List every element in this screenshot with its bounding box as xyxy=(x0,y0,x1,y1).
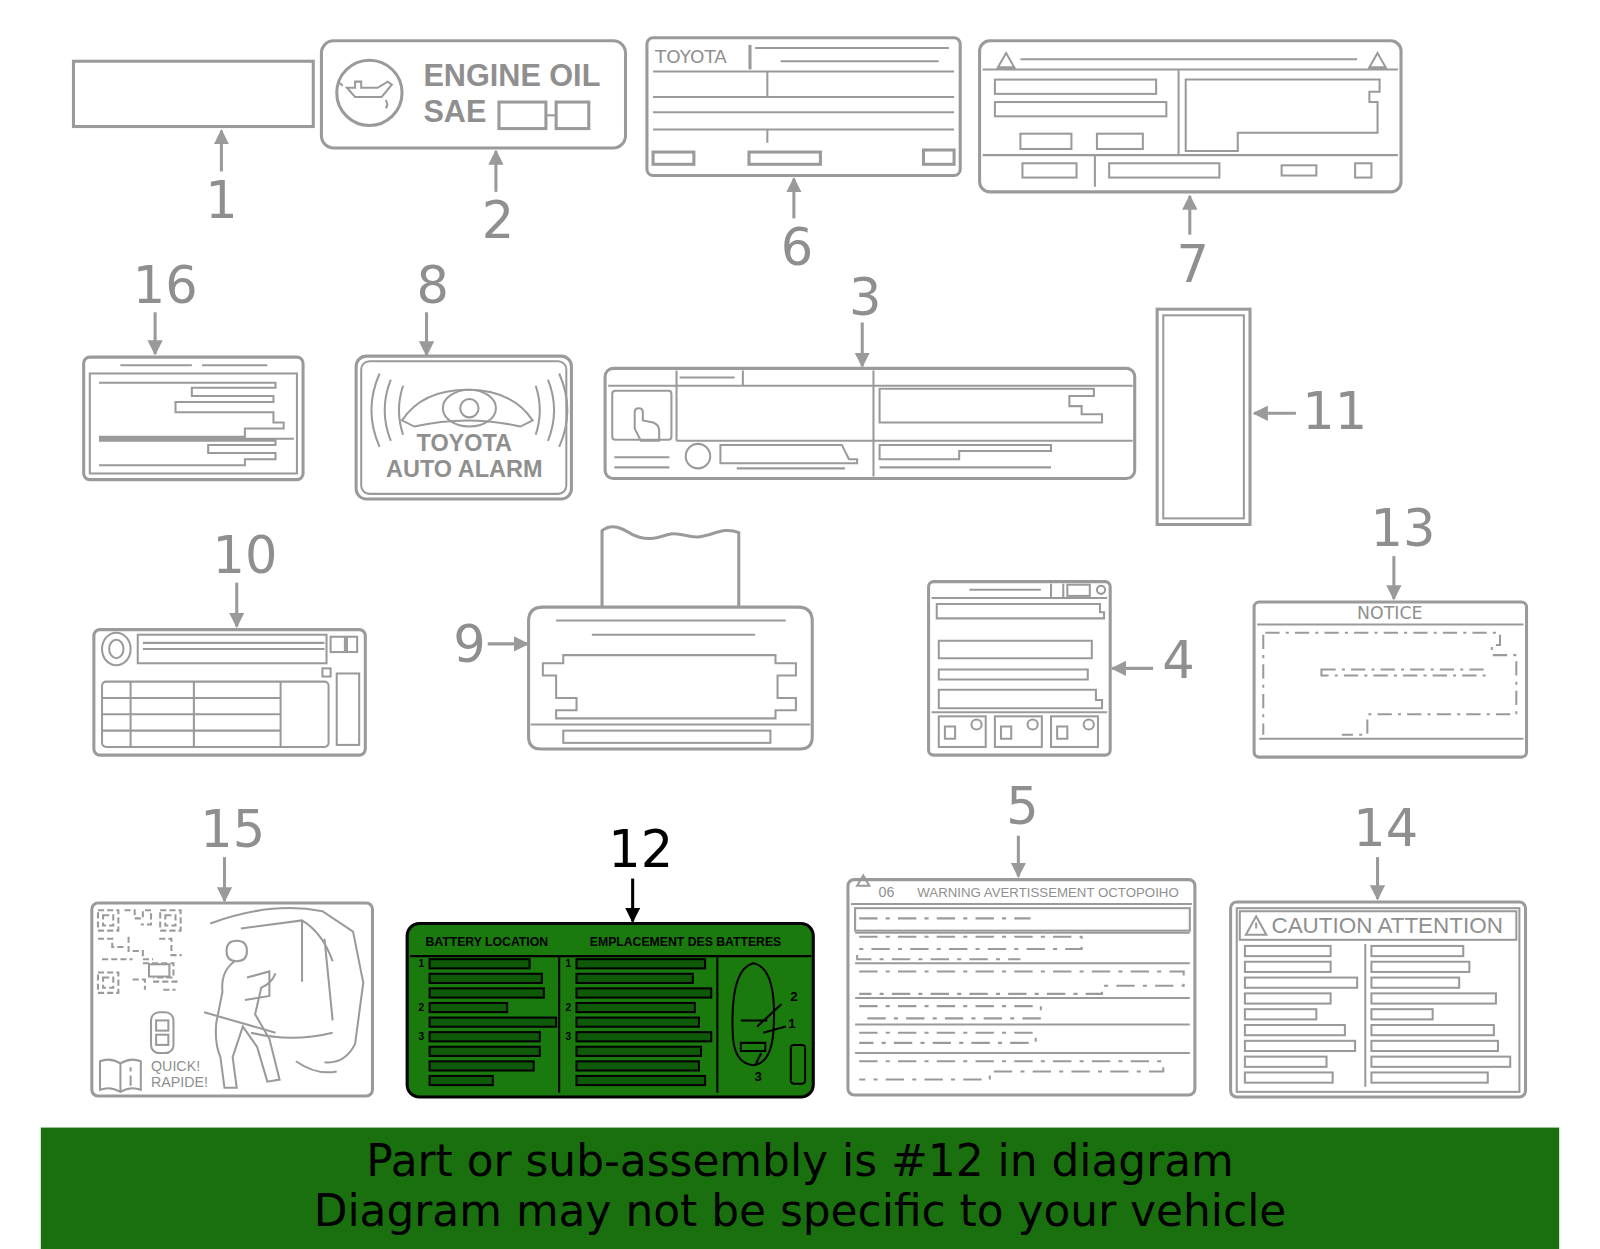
multilingual-warning-label xyxy=(848,876,1195,1095)
leader-arrow xyxy=(631,879,634,922)
toyota-spec-label xyxy=(647,38,960,176)
label-subtext: 2 xyxy=(790,990,797,1005)
label-text: QUICK! RAPIDE! xyxy=(151,1060,222,1091)
label-text: NOTICE xyxy=(1357,605,1422,624)
tailgate-label: QUICK! RAPIDE! xyxy=(92,903,373,1096)
callout-number: 2 xyxy=(482,196,514,247)
caution-label xyxy=(1231,902,1526,1097)
blank-label xyxy=(73,61,313,126)
label-text: CAUTION ATTENTION xyxy=(1271,913,1502,938)
info-label xyxy=(84,357,303,479)
auto-alarm-label: TOYOTA AUTO ALARM xyxy=(356,356,571,499)
callout-number: 4 xyxy=(1162,636,1194,687)
callout-number: 7 xyxy=(1177,240,1209,291)
battery-location-label xyxy=(407,923,813,1096)
instruction-label xyxy=(605,368,1135,478)
label-subtext: SAE xyxy=(423,95,486,129)
callout-number: 14 xyxy=(1353,803,1418,854)
label-subtext: EMPLACEMENT DES BATTERES xyxy=(590,936,781,949)
caution-label: CAUTION ATTENTION xyxy=(1231,902,1526,1097)
label-subtext: WARNING AVERTISSEMENT OCTOPOIHO xyxy=(917,886,1178,901)
callout-number: 1 xyxy=(205,176,237,227)
battery-warning-label xyxy=(929,582,1111,755)
engine-oil-label: ENGINE OILSAE xyxy=(321,41,625,148)
label-subtext: 2 xyxy=(566,1003,572,1014)
multilingual-warning-label: 06 WARNING AVERTISSEMENT OCTOPOIHO xyxy=(848,880,1195,1095)
label-text: 06 xyxy=(879,885,895,901)
engine-oil-label xyxy=(321,41,625,148)
hang-tag xyxy=(529,527,813,749)
callout-number: 15 xyxy=(200,804,265,855)
callout-number: 6 xyxy=(781,222,813,273)
label-subtext: 3 xyxy=(419,1031,425,1042)
label-subtext: 3 xyxy=(566,1031,572,1042)
callout-number: 9 xyxy=(453,619,485,670)
callout-number: 3 xyxy=(849,272,881,323)
label-text: TOYOTA xyxy=(655,47,727,67)
blank-tag xyxy=(1157,309,1250,524)
tailgate-label xyxy=(92,903,373,1096)
label-text: BATTERY LOCATION xyxy=(426,936,549,949)
table-label xyxy=(94,630,365,756)
callout-number: 16 xyxy=(133,260,198,311)
label-text: Part or sub-assembly is #12 in diagram xyxy=(366,1137,1234,1185)
footer-band xyxy=(41,1128,1559,1249)
callout-number: 5 xyxy=(1006,782,1038,833)
label-text: ENGINE OIL xyxy=(423,59,600,93)
label-subtext: 2 xyxy=(419,1003,425,1014)
callout-number: 13 xyxy=(1371,503,1436,554)
warning-label xyxy=(980,41,1401,192)
label-subtext: 1 xyxy=(419,959,425,970)
auto-alarm-label xyxy=(356,356,571,499)
label-subtext: 1 xyxy=(788,1017,795,1032)
callout-number: 8 xyxy=(416,260,448,311)
leader-arrows xyxy=(155,131,1394,901)
toyota-spec-label: TOYOTA xyxy=(647,38,960,176)
label-subtext: 3 xyxy=(754,1069,761,1084)
callout-number: 10 xyxy=(212,531,277,582)
battery-location-label: BATTERY LOCATION EMPLACEMENT DES BATTERES… xyxy=(407,923,813,1096)
notice-label xyxy=(1254,602,1526,757)
footer-band: Part or sub-assembly is #12 in diagramDi… xyxy=(41,1128,1559,1249)
callout-number: 12 xyxy=(608,824,673,875)
label-subtext: Diagram may not be specific to your vehi… xyxy=(314,1187,1287,1235)
label-text: TOYOTA AUTO ALARM xyxy=(382,431,547,483)
label-subtext: 1 xyxy=(566,959,572,970)
notice-label: NOTICE xyxy=(1254,602,1526,757)
callout-number: 11 xyxy=(1302,387,1367,438)
